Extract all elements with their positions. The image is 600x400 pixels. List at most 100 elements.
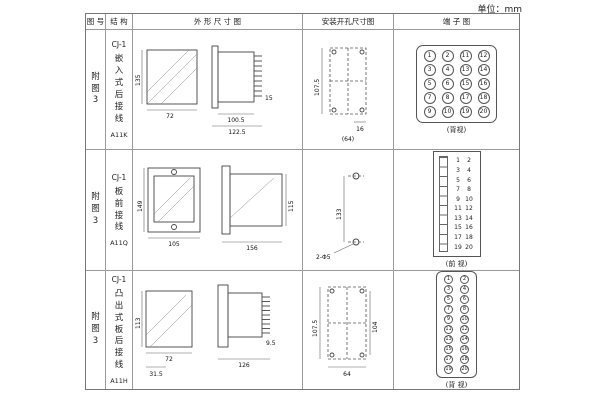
dim-label-offset: 31.5	[149, 371, 163, 378]
structure-cell-row2: CJ-1 板前接线 A11Q	[106, 150, 133, 271]
figure-label: 附图3	[91, 71, 100, 106]
dim-label-pin-pitch: 9.5	[266, 340, 276, 347]
model-label: CJ-1	[111, 172, 127, 182]
figure-cell-row1: 附图3	[86, 30, 106, 150]
dim-label-total-depth: 122.5	[228, 129, 245, 136]
side-view-shapes	[221, 165, 286, 243]
terminal-number: 1	[444, 274, 453, 284]
front-view-shapes	[143, 167, 200, 239]
terminal-number: 8	[441, 91, 454, 104]
terminal-number: 12	[460, 324, 469, 334]
header-install: 安装开孔尺寸图	[303, 14, 394, 30]
terminal-number: 3	[444, 284, 453, 294]
terminal-number: 1	[423, 49, 436, 62]
terminal-number: 13	[454, 214, 462, 222]
terminal-number: 7	[456, 186, 460, 194]
terminal-rail	[438, 156, 448, 252]
dim-label-height: 135	[135, 74, 142, 86]
header-outline: 外 形 尺 寸 图	[133, 14, 303, 30]
terminal-number: 2	[441, 49, 454, 62]
structure-desc: 凸出式板后接线	[114, 288, 124, 371]
model-code: A11H	[110, 377, 128, 386]
terminal-number: 14	[465, 214, 473, 222]
terminal-number: 1	[456, 157, 460, 165]
dimension-table: 图 号 结 构 外 形 尺 寸 图 安装开孔尺寸图 端 子 图 附图3 CJ-1…	[85, 13, 520, 390]
terminal-number: 4	[460, 284, 469, 294]
terminal-number: 18	[460, 354, 469, 364]
terminal-number: 4	[467, 166, 471, 174]
dim-label-hole-spec: 2-Φ5	[316, 254, 331, 261]
terminal-number: 11	[444, 324, 453, 334]
model-label: CJ-1	[111, 40, 127, 50]
cutout-shapes	[321, 47, 366, 122]
dim-label-depth: 156	[246, 245, 258, 252]
terminal-number: 13	[444, 334, 453, 344]
terminal-number: 7	[423, 91, 436, 104]
terminal-number: 5	[423, 77, 436, 90]
install-drawing-a11q: 133 2-Φ5	[316, 172, 364, 261]
dim-label-cut-w: 16	[356, 126, 364, 133]
terminal-number: 11	[454, 205, 462, 213]
install-cell-row2: 133 2-Φ5	[303, 150, 394, 271]
hole-shapes	[333, 172, 364, 254]
outline-cell-row1: 135 72 100.5 12	[133, 30, 303, 150]
terminal-number: 18	[465, 234, 473, 242]
header-terminal: 端 子 图	[394, 14, 519, 30]
dim-label-cut-height: 107.5	[312, 320, 319, 337]
figure-label: 附图3	[91, 192, 100, 226]
terminal-number: 10	[460, 314, 469, 324]
install-drawing-a11h: 107.5 104 64	[312, 286, 379, 378]
terminal-number: 17	[444, 354, 453, 364]
view-label: (背 视)	[445, 380, 468, 389]
structure-desc: 嵌入式后接线	[114, 54, 124, 124]
terminal-number: 10	[465, 195, 473, 203]
install-cell-row3: 107.5 104 64	[303, 271, 394, 389]
structure-cell-row1: CJ-1 嵌入式后接线 A11K	[106, 30, 133, 150]
dim-label-depth: 100.5	[227, 117, 244, 124]
terminal-number: 4	[441, 63, 454, 76]
side-view-shapes	[217, 284, 270, 360]
terminal-number: 13	[459, 63, 472, 76]
header-structure: 结 构	[106, 14, 133, 30]
dim-label-cut-inner: 104	[372, 321, 379, 333]
outline-drawing-a11k: 135 72 100.5 12	[135, 45, 272, 136]
view-label: (背视)	[446, 125, 467, 134]
model-code: A11K	[110, 130, 128, 139]
terminal-number: 19	[454, 243, 462, 251]
dim-label-cut-height: 107.5	[314, 78, 321, 95]
terminal-number: 17	[459, 91, 472, 104]
install-drawing-a11k: 107.5 16 (64)	[314, 47, 366, 143]
terminal-number: 7	[444, 304, 453, 314]
terminal-number: 16	[465, 224, 473, 232]
terminal-number: 9	[456, 195, 460, 203]
view-label: (前 视)	[445, 259, 468, 268]
terminal-number: 5	[456, 176, 460, 184]
figure-cell-row3: 附图3	[86, 271, 106, 389]
terminal-number: 16	[477, 77, 490, 90]
terminal-number: 20	[477, 105, 490, 118]
terminal-number: 12	[477, 49, 490, 62]
terminal-number: 2	[467, 157, 471, 165]
terminal-number: 15	[459, 77, 472, 90]
terminal-number: 11	[459, 49, 472, 62]
terminal-number: 19	[459, 105, 472, 118]
dim-label-cut-w2: (64)	[341, 136, 353, 143]
dim-label-hole-span: 133	[336, 208, 343, 220]
terminal-number: 16	[460, 344, 469, 354]
figure-cell-row2: 附图3	[86, 150, 106, 271]
dim-label-width: 72	[165, 356, 173, 363]
dim-label-side-height: 115	[288, 200, 295, 212]
dim-label-width: 72	[166, 113, 174, 120]
model-code: A11Q	[110, 239, 128, 248]
dim-label-height: 149	[137, 200, 144, 212]
dim-label-height: 113	[135, 317, 142, 329]
terminal-number: 14	[477, 63, 490, 76]
